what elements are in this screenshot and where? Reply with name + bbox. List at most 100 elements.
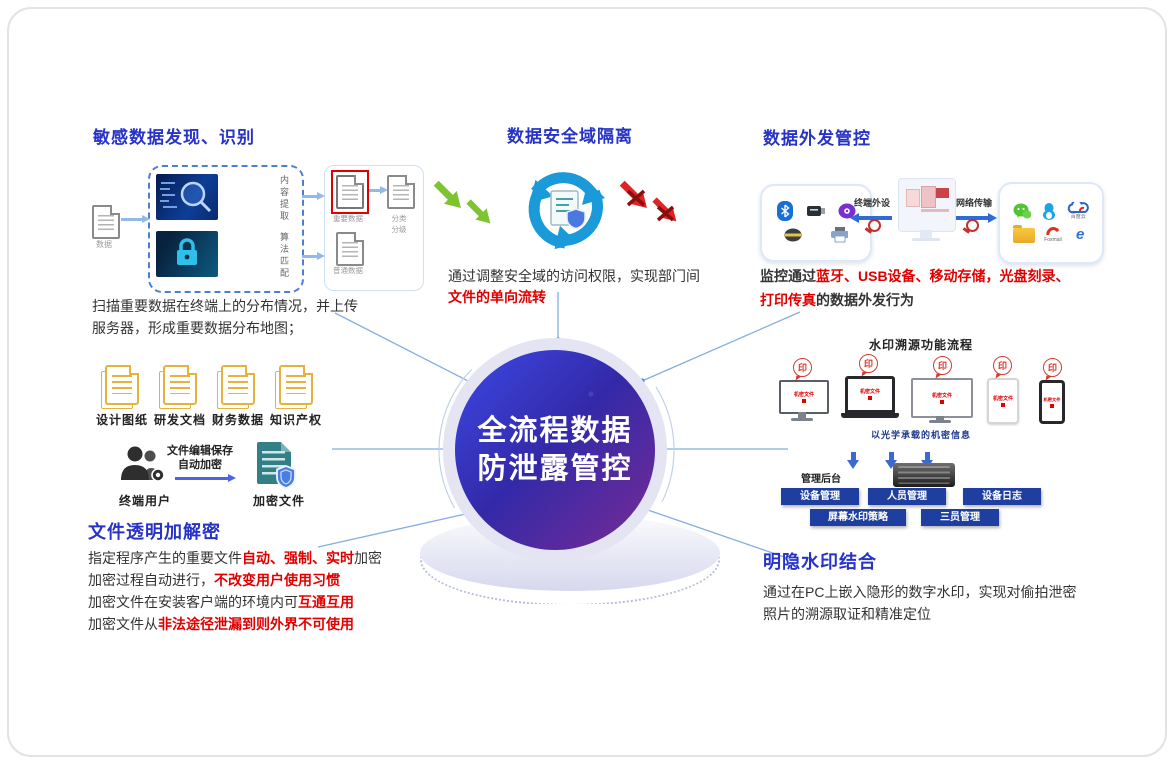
- enc-l4-black: 加密文件从: [88, 616, 158, 632]
- combo-desc-line2: 照片的溯源取证和精准定位: [763, 606, 931, 622]
- filetypes-section: 设计图纸 研发文档 财务数据 知识产权: [95, 365, 323, 428]
- optic-info-label: 以光学承载的机密信息: [870, 430, 971, 440]
- combo-desc-line1: 通过在PC上嵌入隐形的数字水印，实现对偷拍泄密: [763, 584, 1077, 600]
- mgmt-box-logs: 设备日志: [963, 488, 1041, 505]
- end-users-icon: [121, 446, 165, 482]
- mgmt-box-screen-watermark: 屏幕水印策略: [810, 509, 906, 526]
- center-title-line2: 防泄露管控: [477, 453, 633, 485]
- file-shield-icon: [276, 465, 296, 489]
- isolation-section: 数据安全域隔离: [430, 122, 710, 272]
- filetype-item: 知识产权: [269, 365, 323, 428]
- ip-doc-icon: [279, 365, 313, 405]
- sensitive-desc-line1: 扫描重要数据在终端上的分布情况，并上传: [92, 298, 358, 314]
- stamp-badge-icon: 印: [993, 356, 1012, 375]
- enc-l1-red: 自动、强制、实时: [242, 550, 354, 566]
- normal-data-label: 普通数据: [333, 266, 363, 275]
- encryption-line-1: 指定程序产生的重要文件自动、强制、实时加密: [88, 548, 382, 568]
- stamp-badge-icon: 印: [933, 356, 952, 375]
- watermark-flow-title: 水印溯源功能流程: [868, 338, 973, 352]
- outbound-desc-red1: 蓝牙、USB设备、移动存储，光盘刻录、: [816, 268, 1070, 284]
- wm-phone-icon: 机密文件: [1039, 380, 1065, 424]
- outbound-desc-black2: 的数据外发行为: [816, 292, 914, 308]
- flow-arrow-1-icon: [121, 218, 143, 221]
- stamp-badge-icon: 印: [859, 354, 878, 373]
- usb-drive-icon: [806, 202, 825, 220]
- encrypted-file-icon: [257, 442, 296, 489]
- flow-arrow-3-icon: [302, 255, 318, 258]
- green-arrows-icon: [433, 180, 491, 224]
- qq-icon: [1040, 202, 1058, 220]
- terminal-monitor: [898, 178, 956, 248]
- shield-icon: [566, 208, 586, 230]
- sensitive-desc-line2: 服务器，形成重要数据分布地图；: [92, 320, 302, 336]
- network-arrow-icon: [956, 216, 990, 220]
- ie-browser-icon: e: [1076, 226, 1085, 243]
- classify-label-line1: 分类: [391, 214, 407, 223]
- wm-desktop-icon: 机密文件: [779, 380, 829, 414]
- isolation-section-title: 数据安全域隔离: [507, 127, 633, 146]
- center-title-line1: 全流程数据: [477, 415, 633, 447]
- wm-desktop-doc-label: 机密文件: [793, 391, 814, 398]
- flow-arrow-4-icon: [369, 189, 381, 192]
- watermark-combo-title: 明隐水印结合: [763, 552, 877, 572]
- printer-icon: [830, 226, 848, 244]
- baidu-cloud-icon: 百度云: [1067, 202, 1090, 220]
- foxmail-icon: Foxmail: [1044, 227, 1062, 243]
- foxmail-label: Foxmail: [1044, 237, 1062, 243]
- isolation-desc-black: 通过调整安全域的访问权限，实现部门间: [448, 268, 700, 284]
- enc-l1-black: 指定程序产生的重要文件: [88, 550, 242, 566]
- wm-tablet-icon: 机密文件: [987, 378, 1019, 424]
- algorithm-match-image: [156, 231, 218, 277]
- rd-doc-icon: [163, 365, 197, 405]
- outbound-desc-red2: 打印传真: [760, 292, 816, 308]
- outbound-section-title: 数据外发管控: [763, 129, 871, 148]
- peripheral-magnifier-icon: [868, 219, 881, 232]
- wm-display-icon: 机密文件: [911, 378, 973, 418]
- mgmt-box-three-roles: 三员管理: [921, 509, 999, 526]
- end-users-label: 终端用户: [119, 494, 172, 508]
- peripheral-arrow-label: 终端外设: [854, 198, 891, 208]
- important-data-red-frame: [331, 170, 369, 214]
- wm-tablet-doc-label: 机密文件: [992, 395, 1013, 402]
- lock-icon: [177, 238, 197, 265]
- filetype-label-3: 知识产权: [269, 413, 322, 427]
- magnifier-icon: [160, 181, 212, 213]
- outbound-flow: 终端外设 网络传输: [758, 120, 1104, 320]
- encrypt-arrow-icon: [175, 477, 229, 480]
- result-box: 重要数据 分类 分级 普通数据: [324, 165, 424, 291]
- algorithm-match-label: 算法匹配: [279, 232, 289, 280]
- network-apps-box: 百度云 Foxmail e: [998, 182, 1104, 264]
- down-arrow-icon: [847, 452, 859, 469]
- enc-l2-black: 加密过程自动进行，: [88, 572, 214, 588]
- source-data-label: 数据: [96, 240, 112, 249]
- design-doc-icon: [105, 365, 139, 405]
- user-encrypt-flow: 终端用户 文件编辑保存 自动加密 加密文件: [95, 440, 323, 510]
- encryption-line-3: 加密文件在安装客户端的环境内可互通互用: [88, 592, 354, 612]
- wm-display-doc-label: 机密文件: [931, 392, 952, 399]
- content-extract-image: [156, 174, 218, 220]
- stamp-badge-icon: 印: [1043, 358, 1062, 377]
- encrypt-arrow-label-line1: 文件编辑保存: [167, 445, 233, 457]
- isolation-graphic: [433, 172, 677, 250]
- down-arrow-icon: [885, 452, 897, 469]
- isolation-desc-red: 文件的单向流转: [448, 289, 546, 305]
- watermark-flow-section: 水印溯源功能流程 印 机密文件 印 机密文件 印 机密文件 印 机密文件 印 机…: [765, 332, 1077, 542]
- enc-l4-red: 非法途径泄漏到则外界不可使用: [158, 616, 354, 632]
- server-icon: [893, 463, 955, 487]
- encrypt-arrow-label-line2: 自动加密: [178, 459, 222, 471]
- normal-data-doc-icon: [336, 232, 364, 266]
- red-blocked-arrows-icon: [619, 180, 677, 222]
- source-data-doc-icon: [92, 205, 120, 239]
- filetype-label-0: 设计图纸: [95, 413, 148, 427]
- enc-l3-red: 互通互用: [298, 594, 354, 610]
- important-data-doc-icon: [336, 175, 364, 209]
- stamp-badge-icon: 印: [793, 358, 812, 377]
- outbound-desc-line1: 监控通过蓝牙、USB设备、移动存储，光盘刻录、: [760, 266, 1070, 286]
- peripheral-device-box: [760, 184, 872, 262]
- folder-icon: [1012, 224, 1035, 243]
- network-arrow-label: 网络传输: [956, 198, 993, 208]
- backend-label: 管理后台: [801, 474, 841, 485]
- recycle-cycle-icon: [528, 172, 605, 250]
- enc-l3-black: 加密文件在安装客户端的环境内可: [88, 594, 298, 610]
